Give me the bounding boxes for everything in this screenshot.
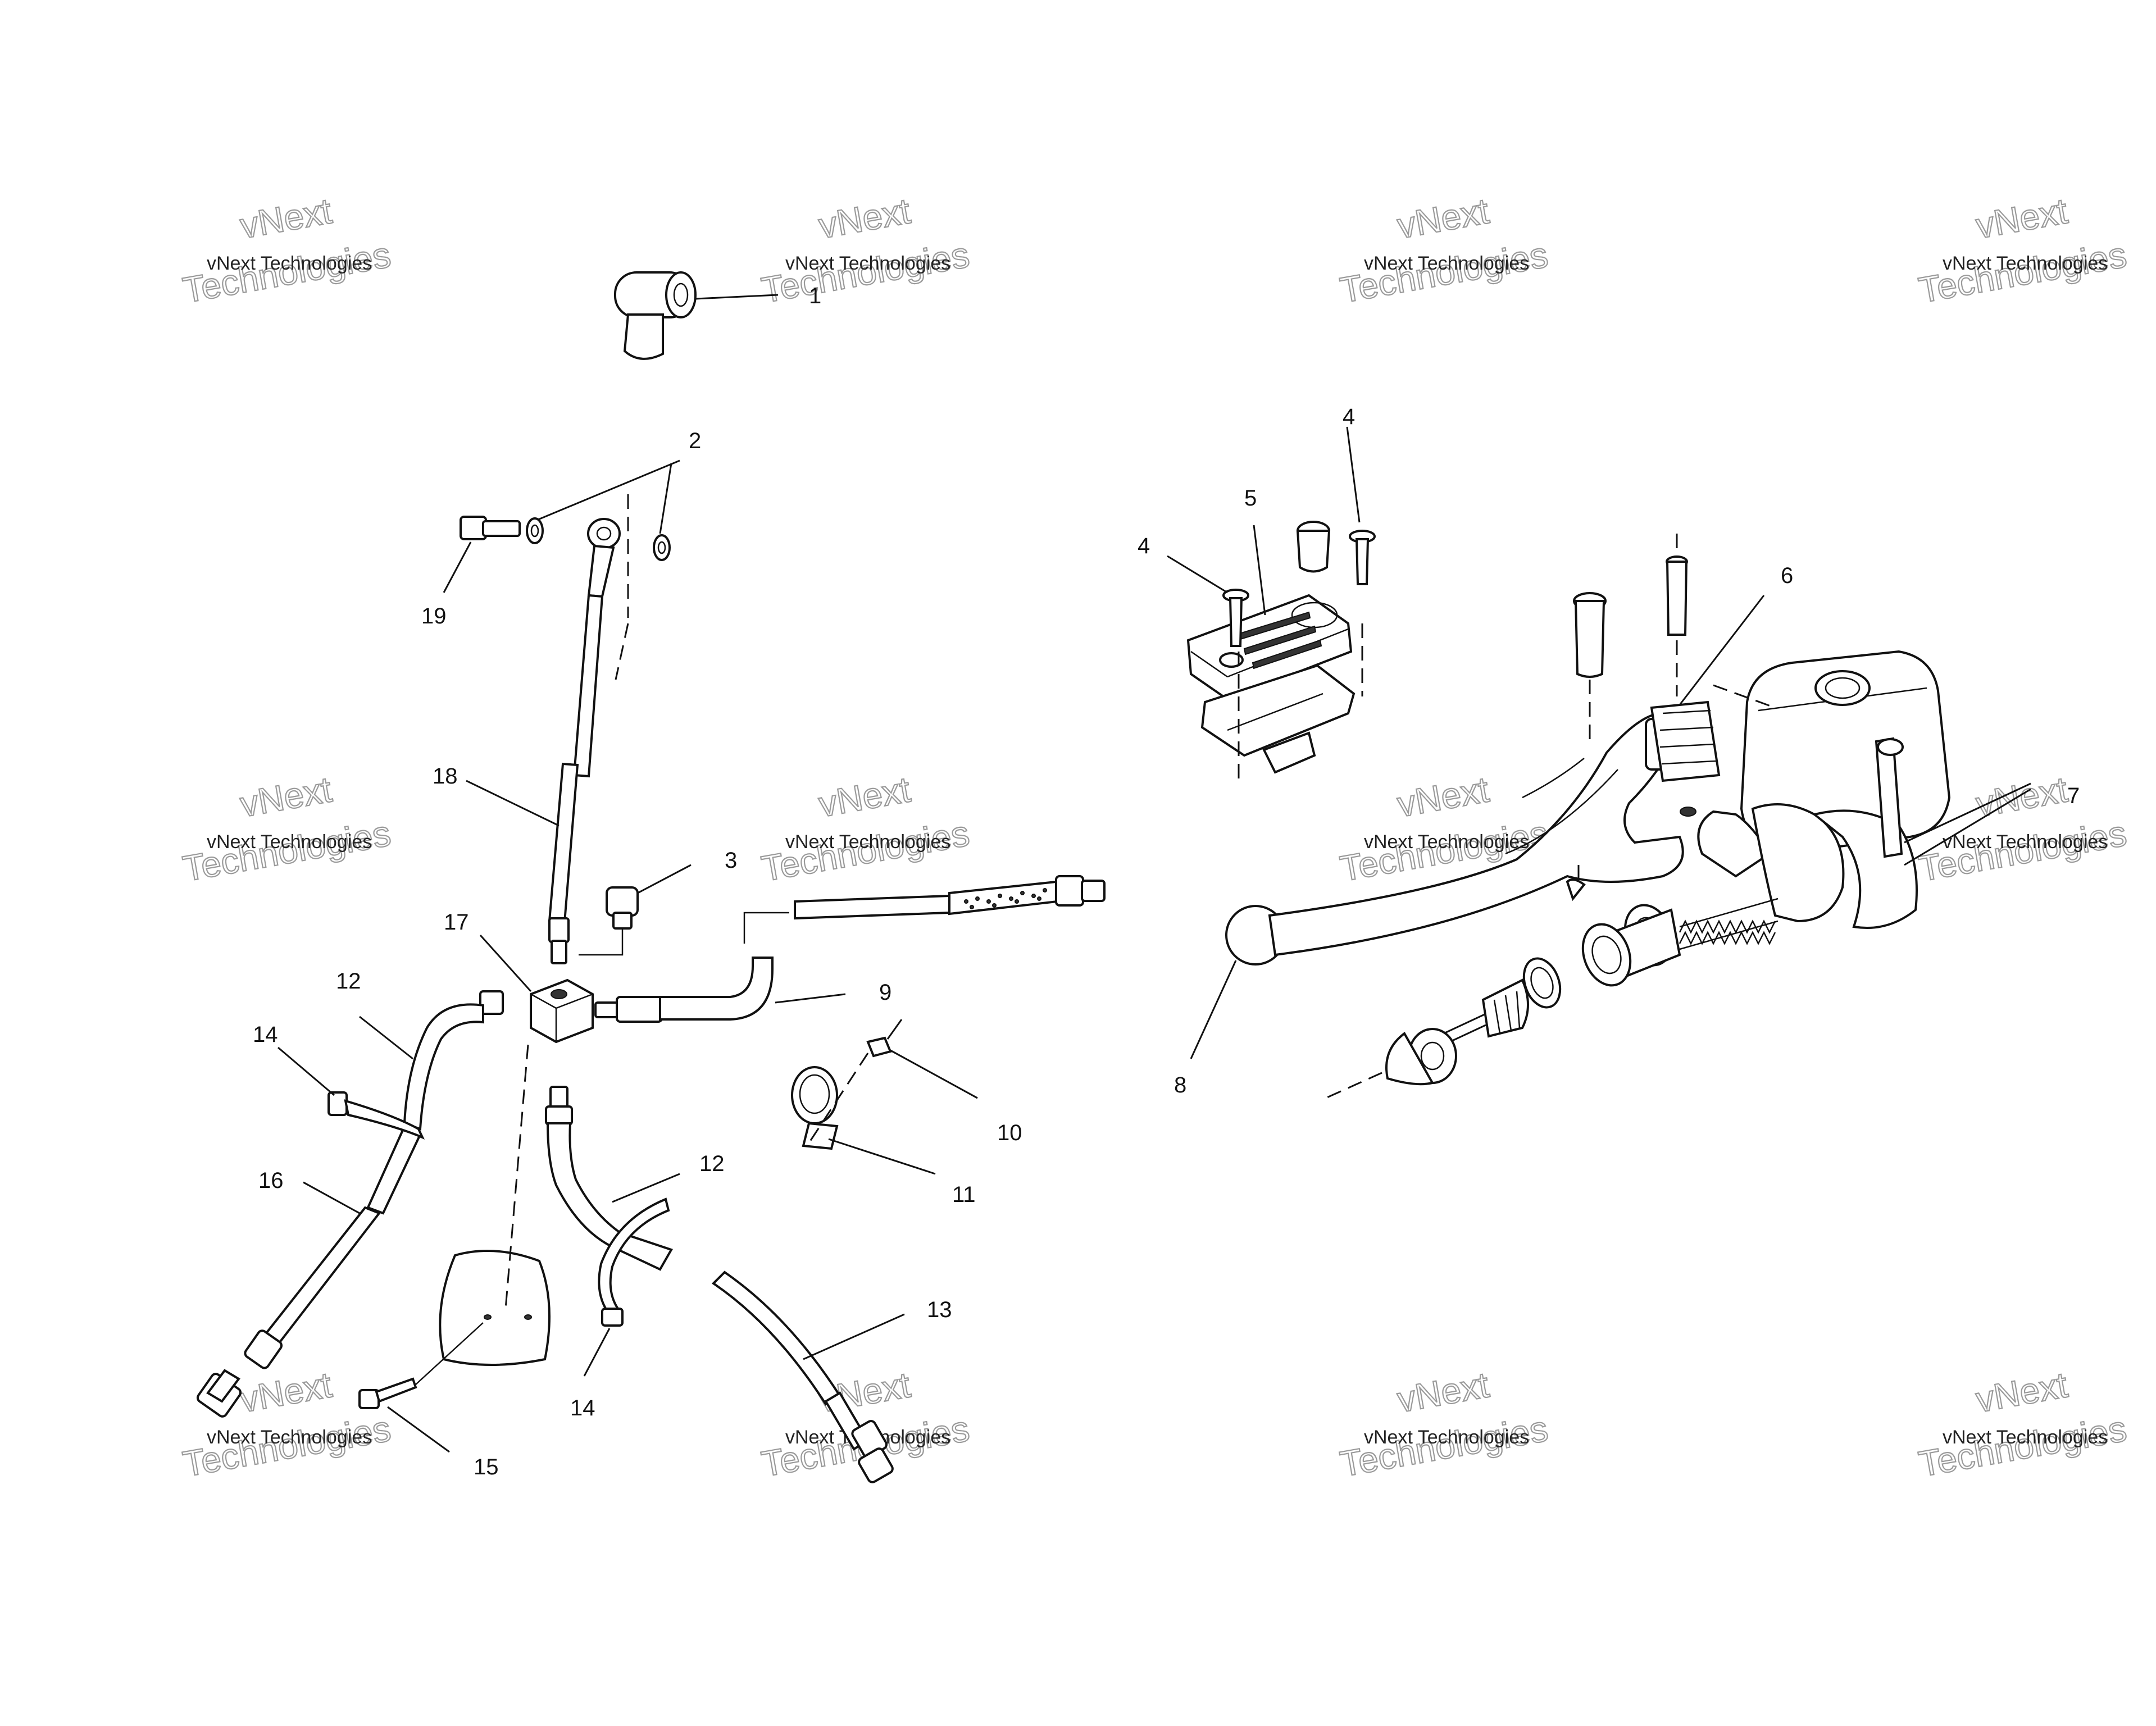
watermark-text: vNext Technologies bbox=[785, 831, 950, 853]
part-9-hose bbox=[594, 875, 1106, 1023]
part-14-clip-right bbox=[583, 1197, 670, 1377]
part-2-banjo-assembly bbox=[443, 459, 680, 680]
watermark: vNext Technologies bbox=[1915, 190, 2130, 311]
callout-3: 3 bbox=[725, 848, 737, 873]
braided-section bbox=[964, 888, 1047, 909]
watermark-vnext: vNext bbox=[816, 190, 913, 246]
watermark-vnext: vNext bbox=[1394, 769, 1492, 825]
callout-5: 5 bbox=[1244, 486, 1257, 511]
callout-16: 16 bbox=[258, 1168, 284, 1193]
part-4-screws bbox=[1167, 426, 1376, 647]
callout-2: 2 bbox=[689, 429, 701, 453]
watermark-vnext: vNext bbox=[1973, 190, 2071, 246]
part-18-hose bbox=[466, 594, 604, 964]
callout-18: 18 bbox=[433, 764, 458, 789]
part-8-lever bbox=[1190, 712, 1686, 1059]
part-12-16-left-hose bbox=[196, 990, 504, 1418]
callout-14-right: 14 bbox=[570, 1396, 595, 1420]
callout-17: 17 bbox=[444, 910, 469, 935]
watermark: vNext Technologies bbox=[1336, 190, 1552, 311]
callout-11: 11 bbox=[952, 1182, 976, 1207]
watermark-vnext: vNext bbox=[1973, 769, 2071, 825]
watermark-vnext: vNext bbox=[237, 190, 335, 246]
part-5-plug bbox=[1253, 521, 1331, 616]
callout-1: 1 bbox=[809, 284, 821, 308]
spring bbox=[1679, 898, 1779, 950]
watermark: vNext Technologies bbox=[758, 768, 973, 890]
part-6-bracket bbox=[1650, 595, 1765, 782]
watermark-text: vNext Technologies bbox=[207, 1427, 372, 1448]
watermark-vnext: vNext bbox=[237, 1364, 335, 1420]
callout-8: 8 bbox=[1174, 1073, 1186, 1097]
part-12-13-right-hose bbox=[545, 1086, 905, 1483]
part-10-11-clamp bbox=[791, 1019, 978, 1175]
callout-14-left: 14 bbox=[253, 1022, 278, 1047]
callout-7: 7 bbox=[2067, 784, 2080, 808]
part-17-junction-block bbox=[479, 934, 594, 1044]
callout-12-left: 12 bbox=[336, 969, 361, 994]
watermark-text: vNext Technologies bbox=[1364, 253, 1529, 274]
watermark-vnext: vNext bbox=[237, 769, 335, 825]
callout-9: 9 bbox=[879, 980, 891, 1005]
watermark-vnext: vNext bbox=[1394, 1364, 1492, 1420]
watermark: vNext Technologies bbox=[179, 768, 394, 890]
watermark-vnext: vNext bbox=[1973, 1364, 2071, 1420]
part-1-tee-fitting bbox=[614, 271, 779, 360]
callout-12-right: 12 bbox=[699, 1151, 725, 1176]
callout-4-left: 4 bbox=[1138, 534, 1150, 558]
part-3-switch bbox=[579, 864, 692, 956]
part-7-master-cylinder bbox=[1680, 650, 2031, 929]
watermark-text: vNext Technologies bbox=[1943, 1427, 2108, 1448]
part-14-clip-left bbox=[278, 1046, 425, 1140]
callout-labels: 1 2 3 4 4 5 6 7 8 9 10 11 12 12 13 14 14… bbox=[253, 284, 2080, 1479]
watermark-text: vNext Technologies bbox=[1364, 831, 1529, 853]
part-15-bracket bbox=[358, 1044, 551, 1453]
watermark-text: vNext Technologies bbox=[1943, 831, 2108, 853]
watermark: vNext Technologies bbox=[1915, 1364, 2130, 1485]
watermark-text: vNext Technologies bbox=[1364, 1427, 1529, 1448]
watermark-text: vNext Technologies bbox=[207, 831, 372, 853]
callout-19: 19 bbox=[421, 604, 447, 629]
callout-4-top: 4 bbox=[1343, 404, 1355, 429]
watermark-text: vNext Technologies bbox=[207, 253, 372, 274]
watermark: vNext Technologies bbox=[179, 190, 394, 311]
watermark-vnext: vNext bbox=[1394, 190, 1492, 246]
watermark-vnext: vNext bbox=[816, 769, 913, 825]
piston-assembly bbox=[1325, 865, 1779, 1099]
pins bbox=[1573, 534, 1688, 741]
part-5-reservoir-cover bbox=[1186, 594, 1363, 786]
watermark: vNext Technologies bbox=[1336, 1364, 1552, 1485]
watermark-text: vNext Technologies bbox=[785, 253, 950, 274]
watermark: vNext Technologies bbox=[758, 190, 973, 311]
callout-10: 10 bbox=[997, 1121, 1022, 1145]
watermark: vNext Technologies bbox=[179, 1364, 394, 1485]
callout-6: 6 bbox=[1781, 563, 1793, 588]
callout-13: 13 bbox=[927, 1297, 952, 1322]
callout-15: 15 bbox=[474, 1455, 499, 1479]
watermark-text: vNext Technologies bbox=[1943, 253, 2108, 274]
